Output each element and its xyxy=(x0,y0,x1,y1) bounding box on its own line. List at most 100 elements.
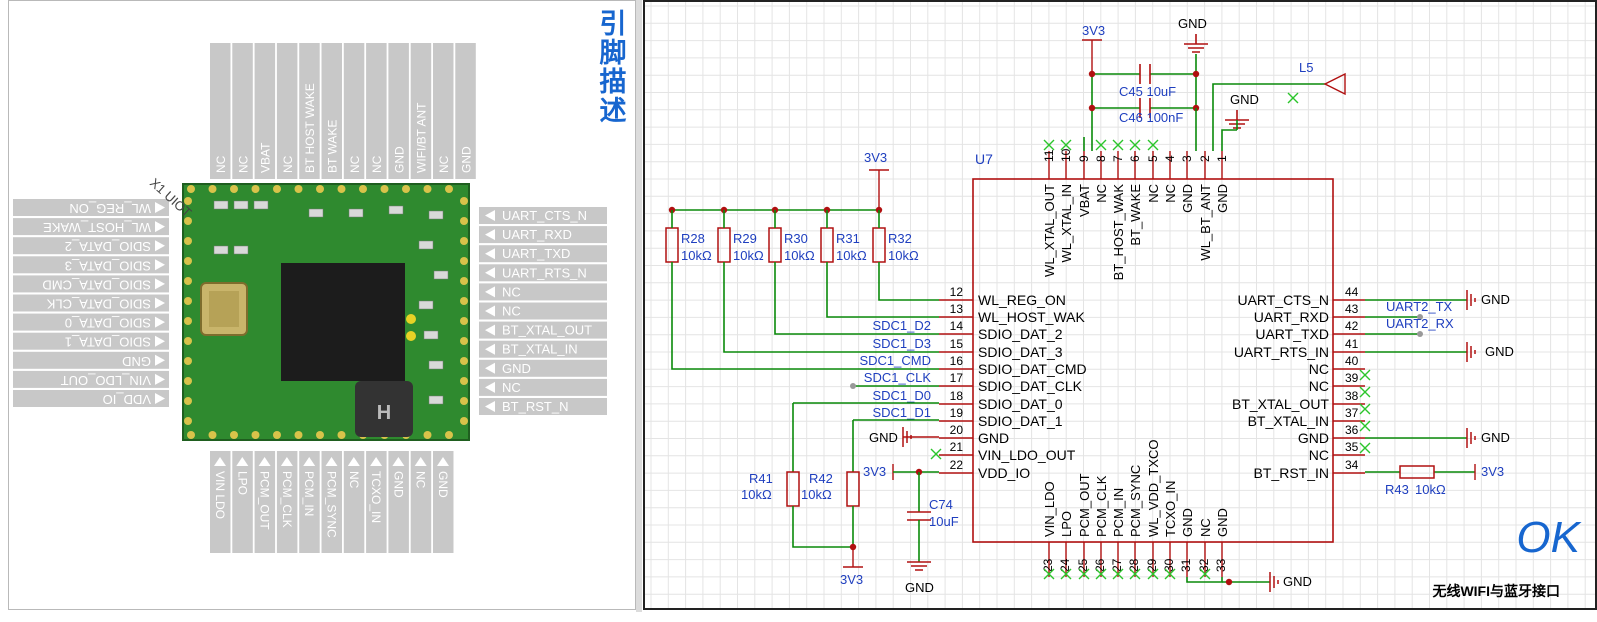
no-connect-icon xyxy=(1359,403,1371,415)
left-pin-label-box xyxy=(13,199,169,216)
pad xyxy=(423,185,432,193)
pin-number: 12 xyxy=(950,285,964,299)
right-pin-label-box xyxy=(479,302,607,320)
pin-name: BT_HOST_WAK xyxy=(1111,184,1126,281)
ground-icon xyxy=(1184,34,1208,53)
right-pin-label-box xyxy=(479,283,607,301)
pin-name: BT_WAKE xyxy=(1128,184,1143,246)
pin-name: PCM_CLK xyxy=(1094,475,1109,537)
left-arrow-icon xyxy=(485,381,495,393)
gnd-label: GND xyxy=(869,430,898,445)
top-pin-label-box xyxy=(343,43,365,179)
pad xyxy=(294,185,303,193)
pinout-title-char: 述 xyxy=(600,96,627,126)
pad xyxy=(460,357,468,365)
testpoint xyxy=(406,331,416,341)
left-arrow-icon xyxy=(485,305,495,317)
left-pin-label: VDD_IO xyxy=(103,392,151,407)
pad xyxy=(230,185,238,193)
pin-name: NC xyxy=(1146,184,1161,203)
pin-name: UART_RTS_IN xyxy=(1234,344,1329,360)
top-pin-label-box xyxy=(232,43,253,179)
no-connect-icon xyxy=(1164,568,1176,580)
no-connect-icon xyxy=(1147,139,1159,151)
top-pin-label: NC xyxy=(370,155,384,173)
pad xyxy=(184,217,192,225)
no-connect-icon xyxy=(1043,568,1055,580)
pin-name: NC xyxy=(1309,378,1329,394)
top-pin-label-box xyxy=(388,43,409,179)
right-pin-label: BT_XTAL_IN xyxy=(502,342,578,357)
left-arrow-icon xyxy=(485,267,495,279)
pad xyxy=(184,337,192,345)
no-connect-icon xyxy=(1287,92,1299,104)
left-pin-labels: WL_REG_ONWL_HOST_WAKESDIO_DATA_2SDIO_DAT… xyxy=(13,199,169,407)
pin-number: 16 xyxy=(950,354,964,368)
left-pin-label: SDIO_DATA_3 xyxy=(65,258,151,273)
pin-number: 15 xyxy=(950,337,964,351)
resistor-ref: R31 xyxy=(836,231,860,246)
smd-component xyxy=(428,360,444,370)
wire xyxy=(826,262,939,318)
bottom-pin-label: PCM_SYNC xyxy=(325,471,339,538)
top-pin-label-box xyxy=(299,43,320,179)
pin-number: 39 xyxy=(1345,371,1359,385)
wire xyxy=(1092,54,1197,75)
left-pin-label: SDIO_DATA_CLK xyxy=(46,297,151,312)
pin-name: SDIO_DAT_1 xyxy=(978,413,1063,429)
pad xyxy=(460,237,468,245)
smd-component xyxy=(213,245,229,255)
pad xyxy=(184,277,192,285)
pin-name: VIN_LDO_OUT xyxy=(978,447,1076,463)
cap-value: 10uF xyxy=(929,514,959,529)
right-pin-label: NC xyxy=(502,304,521,319)
right-arrow-icon xyxy=(155,316,165,328)
right-pin-label: BT_XTAL_OUT xyxy=(502,323,592,338)
smd-component xyxy=(308,208,324,218)
pin-name: SDIO_DAT_3 xyxy=(978,344,1063,360)
right-pin-label-box xyxy=(479,264,607,282)
module-board: HX1 UIOT xyxy=(147,175,470,441)
pad xyxy=(460,197,468,205)
pinout-title-char: 描 xyxy=(600,67,627,97)
smd-component xyxy=(418,240,434,250)
top-pin-label-box xyxy=(276,43,298,179)
top-pin-label-box xyxy=(210,43,231,179)
no-connect-icon xyxy=(1060,568,1072,580)
left-arrow-icon xyxy=(485,362,495,374)
ground-icon xyxy=(1466,342,1476,362)
bottom-pin-label-box xyxy=(433,451,454,553)
no-connect-icon xyxy=(1129,568,1141,580)
smd-component xyxy=(433,270,449,280)
bottom-pin-label: NC xyxy=(414,471,428,489)
top-pin-label: WIFI/BT ANT xyxy=(415,102,429,173)
pin-name: UART_RXD xyxy=(1254,309,1329,325)
pin-name: UART_CTS_N xyxy=(1237,292,1329,308)
pin-name: GND xyxy=(1180,508,1195,537)
pad xyxy=(460,277,468,285)
left-arrow-icon xyxy=(485,286,495,298)
pad xyxy=(184,377,192,385)
top-pin-label-box xyxy=(321,43,342,179)
pin-number: 44 xyxy=(1345,285,1359,299)
pad xyxy=(337,431,346,439)
bottom-pin-label: PCM_IN xyxy=(302,471,316,516)
pad xyxy=(460,257,468,265)
caption: 无线WIFI与蓝牙接口 xyxy=(1431,583,1560,599)
left-pin-label: WL_REG_ON xyxy=(69,201,151,216)
top-pin-label: BT WAKE xyxy=(326,120,340,173)
smd-component xyxy=(388,205,404,215)
net-label: UART2_TX xyxy=(1386,299,1453,314)
pin-name: SDIO_DAT_CLK xyxy=(978,378,1083,394)
right-arrow-icon xyxy=(155,278,165,290)
resistor-value: 10kΩ xyxy=(836,248,867,263)
right-pin-label: BT_RST_N xyxy=(502,399,568,414)
resistor-ref: R32 xyxy=(888,231,912,246)
pin-name: PCM_OUT xyxy=(1077,473,1092,537)
pin-name: LPO xyxy=(1059,511,1074,537)
no-connect-icon xyxy=(1112,139,1124,151)
resistor-ref: R43 xyxy=(1385,482,1409,497)
no-connect-icon xyxy=(1095,139,1107,151)
smd-component xyxy=(233,200,249,210)
left-pin-label-box xyxy=(13,313,169,331)
